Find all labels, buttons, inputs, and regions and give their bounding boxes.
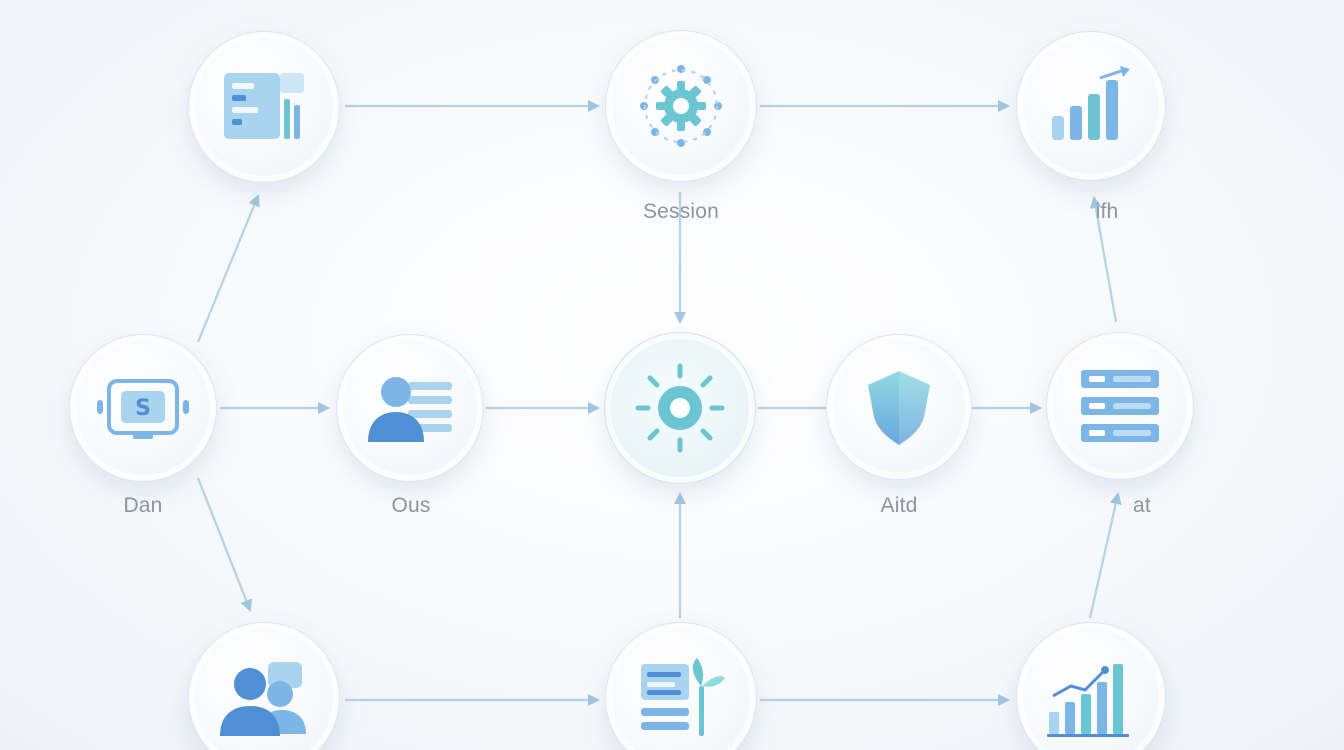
node-monitor[interactable]: S (69, 334, 217, 482)
gear-network-icon (640, 65, 722, 147)
label-dan: Dan (123, 494, 163, 517)
label-ous: Ous (391, 494, 431, 517)
label-at: at (1133, 494, 1151, 517)
shield-icon (868, 371, 930, 445)
growth-chart-icon (1052, 66, 1130, 140)
arrow-monitor-to-group (196, 477, 252, 612)
arrow-server-to-growth (1089, 196, 1118, 323)
arrow-monitor-to-dashboard (196, 194, 260, 343)
user-group-icon (220, 662, 306, 736)
arrow-chart-to-server (1088, 492, 1122, 619)
node-bar-chart[interactable] (1016, 622, 1166, 750)
node-dashboard[interactable] (188, 31, 340, 183)
svg-text:S: S (135, 396, 151, 421)
document-plant-icon (641, 658, 725, 736)
node-shield[interactable] (826, 334, 972, 480)
label-session: Session (642, 200, 720, 223)
node-user-list[interactable] (336, 334, 484, 482)
node-user-group[interactable] (188, 622, 340, 750)
node-document-plant[interactable] (605, 622, 757, 750)
node-hub[interactable] (604, 332, 756, 484)
node-server[interactable] (1046, 332, 1194, 480)
user-list-icon (368, 377, 452, 442)
monitor-icon: S (97, 379, 189, 439)
hub-sun-icon (635, 363, 725, 453)
label-aitd: Aitd (880, 494, 918, 517)
label-ifh: ifh (1095, 200, 1119, 223)
node-gear-network[interactable] (605, 30, 757, 182)
bar-chart-icon (1047, 664, 1129, 737)
server-icon (1081, 370, 1159, 442)
node-growth-chart[interactable] (1016, 31, 1166, 181)
dashboard-icon (224, 73, 304, 139)
